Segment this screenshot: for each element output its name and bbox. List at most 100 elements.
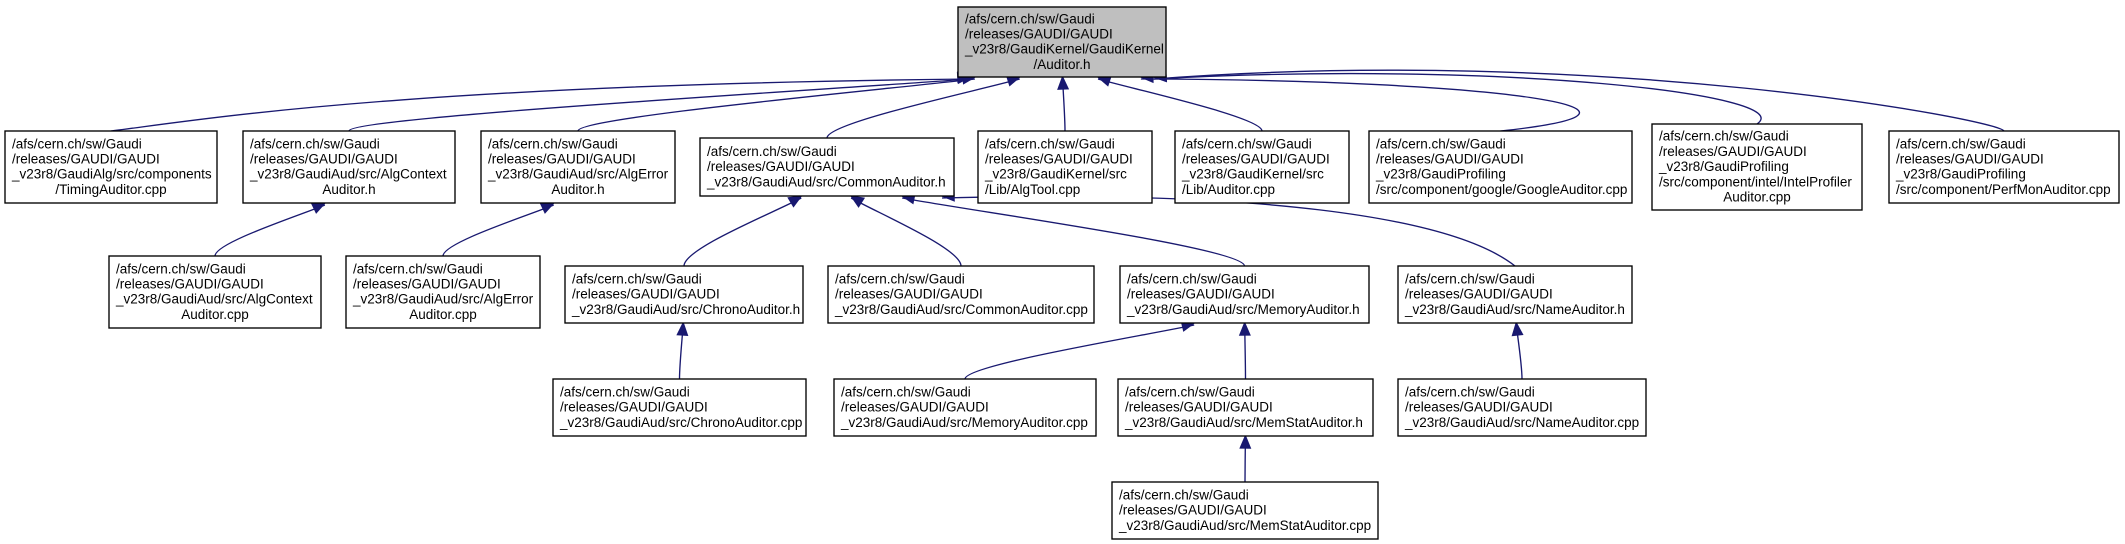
node-label-line: _v23r8/GaudiAud/src/CommonAuditor.cpp	[834, 302, 1088, 317]
node-label-line: /afs/cern.ch/sw/Gaudi	[985, 136, 1115, 151]
edge-line	[826, 78, 1020, 139]
node-label-line: /afs/cern.ch/sw/Gaudi	[488, 136, 618, 151]
edge-intel-to-root	[1152, 70, 1762, 125]
node-label-line: /afs/cern.ch/sw/Gaudi	[1659, 129, 1789, 144]
node-label-line: /afs/cern.ch/sw/Gaudi	[1376, 136, 1506, 151]
node-label-line: /afs/cern.ch/sw/Gaudi	[841, 384, 971, 399]
arrow-head-icon	[1238, 321, 1251, 336]
file-node-algcontext-cpp[interactable]: /afs/cern.ch/sw/Gaudi/releases/GAUDI/GAU…	[108, 255, 322, 329]
node-label-line: /afs/cern.ch/sw/Gaudi	[1125, 384, 1255, 399]
file-node-memstat-cpp[interactable]: /afs/cern.ch/sw/Gaudi/releases/GAUDI/GAU…	[1111, 481, 1379, 540]
node-box	[977, 130, 1153, 204]
file-node-common-h[interactable]: /afs/cern.ch/sw/Gaudi/releases/GAUDI/GAU…	[699, 137, 955, 197]
edge-line	[1153, 72, 1762, 125]
node-label-line: /Lib/Auditor.cpp	[1182, 182, 1275, 197]
edge-line	[214, 204, 326, 257]
node-box	[242, 130, 456, 204]
node-label-line: /afs/cern.ch/sw/Gaudi	[1182, 136, 1312, 151]
file-node-name-cpp[interactable]: /afs/cern.ch/sw/Gaudi/releases/GAUDI/GAU…	[1397, 378, 1647, 437]
node-box	[827, 265, 1095, 324]
node-label-line: /Lib/AlgTool.cpp	[985, 182, 1080, 197]
node-box	[1397, 378, 1647, 437]
node-label-line: /afs/cern.ch/sw/Gaudi	[835, 271, 965, 286]
node-label-line: /releases/GAUDI/GAUDI	[707, 159, 855, 174]
node-box	[480, 130, 676, 204]
node-label-line: /releases/GAUDI/GAUDI	[1659, 144, 1807, 159]
edge-line	[964, 324, 1195, 380]
node-label-line: _v23r8/GaudiAud/src/MemStatAuditor.cpp	[1118, 518, 1371, 533]
node-label-line: /afs/cern.ch/sw/Gaudi	[707, 144, 837, 159]
file-node-chrono-cpp[interactable]: /afs/cern.ch/sw/Gaudi/releases/GAUDI/GAU…	[552, 378, 807, 437]
edge-line	[1140, 78, 1580, 132]
edge-memstat_cpp-to-memstat_h	[1239, 434, 1252, 483]
node-label-line: _v23r8/GaudiKernel/src	[984, 167, 1127, 182]
file-node-memstat-h[interactable]: /afs/cern.ch/sw/Gaudi/releases/GAUDI/GAU…	[1117, 378, 1374, 437]
node-box	[699, 137, 955, 197]
file-node-algerror-h[interactable]: /afs/cern.ch/sw/Gaudi/releases/GAUDI/GAU…	[480, 130, 676, 204]
file-node-algtool[interactable]: /afs/cern.ch/sw/Gaudi/releases/GAUDI/GAU…	[977, 130, 1153, 204]
file-node-common-cpp[interactable]: /afs/cern.ch/sw/Gaudi/releases/GAUDI/GAU…	[827, 265, 1095, 324]
node-label-line: /afs/cern.ch/sw/Gaudi	[965, 11, 1095, 26]
nodes: /afs/cern.ch/sw/Gaudi/releases/GAUDI/GAU…	[4, 6, 2120, 540]
node-box	[833, 378, 1097, 437]
node-label-line: _v23r8/GaudiKernel/GaudiKernel	[964, 42, 1164, 57]
file-node-memory-h[interactable]: /afs/cern.ch/sw/Gaudi/releases/GAUDI/GAU…	[1119, 265, 1370, 324]
node-label-line: /releases/GAUDI/GAUDI	[965, 27, 1113, 42]
node-label-line: _v23r8/GaudiAud/src/CommonAuditor.h	[706, 174, 946, 189]
node-label-line: /afs/cern.ch/sw/Gaudi	[572, 271, 702, 286]
node-label-line: _v23r8/GaudiAud/src/NameAuditor.cpp	[1404, 415, 1639, 430]
file-node-google[interactable]: /afs/cern.ch/sw/Gaudi/releases/GAUDI/GAU…	[1368, 130, 1633, 204]
node-label-line: _v23r8/GaudiAud/src/MemStatAuditor.h	[1124, 415, 1363, 430]
file-node-intel[interactable]: /afs/cern.ch/sw/Gaudi/releases/GAUDI/GAU…	[1651, 123, 1863, 211]
file-node-algcontext-h[interactable]: /afs/cern.ch/sw/Gaudi/releases/GAUDI/GAU…	[242, 130, 456, 204]
file-node-auditor-cpp[interactable]: /afs/cern.ch/sw/Gaudi/releases/GAUDI/GAU…	[1174, 130, 1350, 204]
node-label-line: /src/component/intel/IntelProfiler	[1659, 174, 1852, 189]
node-label-line: _v23r8/GaudiAud/src/NameAuditor.h	[1404, 302, 1625, 317]
node-label-line: /releases/GAUDI/GAUDI	[1182, 152, 1330, 167]
node-box	[1397, 265, 1633, 324]
node-label-line: /afs/cern.ch/sw/Gaudi	[353, 261, 483, 276]
node-label-line: /releases/GAUDI/GAUDI	[560, 400, 708, 415]
node-label-line: /afs/cern.ch/sw/Gaudi	[1405, 384, 1535, 399]
node-label-line: _v23r8/GaudiProfiling	[1375, 167, 1506, 182]
node-label-line: _v23r8/GaudiAud/src/ChronoAuditor.h	[571, 302, 800, 317]
file-node-algerror-cpp[interactable]: /afs/cern.ch/sw/Gaudi/releases/GAUDI/GAU…	[345, 255, 541, 329]
node-label-line: _v23r8/GaudiProfiling	[1895, 167, 2026, 182]
edge-line	[683, 197, 802, 267]
node-label-line: _v23r8/GaudiAud/src/MemoryAuditor.cpp	[840, 415, 1088, 430]
root-node-auditor-h[interactable]: /afs/cern.ch/sw/Gaudi/releases/GAUDI/GAU…	[957, 6, 1167, 78]
edge-line	[902, 197, 1246, 267]
node-label-line: /src/component/PerfMonAuditor.cpp	[1896, 182, 2111, 197]
edge-perfmon-to-root	[1152, 69, 2005, 132]
node-box	[564, 265, 804, 324]
node-box	[1651, 123, 1863, 211]
file-node-name-h[interactable]: /afs/cern.ch/sw/Gaudi/releases/GAUDI/GAU…	[1397, 265, 1633, 324]
file-node-chrono-h[interactable]: /afs/cern.ch/sw/Gaudi/releases/GAUDI/GAU…	[564, 265, 804, 324]
node-box	[552, 378, 807, 437]
edge-line	[850, 197, 962, 267]
node-label-line: /releases/GAUDI/GAUDI	[1405, 400, 1553, 415]
node-label-line: /releases/GAUDI/GAUDI	[250, 152, 398, 167]
edge-name_cpp-to-name_h	[1511, 321, 1524, 380]
file-node-memory-cpp[interactable]: /afs/cern.ch/sw/Gaudi/releases/GAUDI/GAU…	[833, 378, 1097, 437]
file-node-perfmon[interactable]: /afs/cern.ch/sw/Gaudi/releases/GAUDI/GAU…	[1888, 130, 2120, 204]
file-node-timing[interactable]: /afs/cern.ch/sw/Gaudi/releases/GAUDI/GAU…	[4, 130, 218, 204]
node-label-line: _v23r8/GaudiAud/src/AlgContext	[249, 167, 447, 182]
node-label-line: /releases/GAUDI/GAUDI	[841, 400, 989, 415]
node-label-line: /afs/cern.ch/sw/Gaudi	[1896, 136, 2026, 151]
node-label-line: /releases/GAUDI/GAUDI	[985, 152, 1133, 167]
edge-algerror_cpp-to-algerror_h	[442, 202, 556, 257]
edge-line	[348, 78, 971, 132]
node-box	[4, 130, 218, 204]
node-label-line: Auditor.cpp	[409, 307, 477, 322]
edge-common_cpp-to-common_h	[849, 195, 962, 267]
edge-algcontext_h-to-root	[348, 72, 972, 132]
node-label-line: /releases/GAUDI/GAUDI	[1896, 152, 2044, 167]
node-label-line: Auditor.h	[551, 182, 604, 197]
node-label-line: Auditor.cpp	[181, 307, 249, 322]
node-box	[1368, 130, 1633, 204]
node-label-line: /src/component/google/GoogleAuditor.cpp	[1376, 182, 1627, 197]
edge-line	[1153, 69, 2005, 132]
edge-algcontext_cpp-to-algcontext_h	[214, 202, 327, 257]
